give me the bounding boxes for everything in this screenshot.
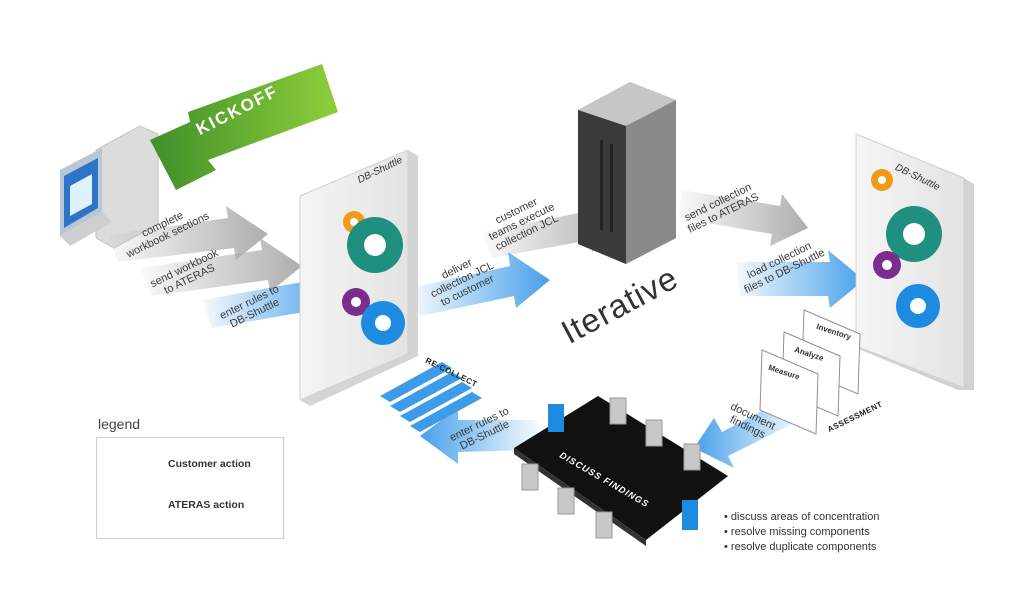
kickoff-arrow: [150, 64, 338, 190]
document-stack-icon: [759, 309, 861, 435]
server-rack-icon: [578, 82, 676, 264]
load-collection-arrow: [736, 250, 864, 308]
computer-icon: [60, 125, 159, 249]
meeting-table: [514, 396, 728, 546]
send-collection-arrow: [678, 190, 808, 246]
legend-ateras-label: ATERAS action: [168, 499, 245, 511]
legend-title: legend: [98, 416, 141, 432]
findings-item: • resolve missing components: [724, 526, 870, 538]
legend-box: [96, 437, 284, 539]
chair-icon: [521, 397, 701, 539]
findings-list: • discuss areas of concentration • resol…: [724, 510, 880, 555]
chair-blue-icon: [682, 500, 698, 530]
recollect-stripes: [380, 362, 482, 432]
chair-blue-icon: [548, 404, 564, 432]
db-shuttle-panel-left: [299, 149, 418, 406]
enter-rules-2-arrow: [420, 408, 538, 464]
send-workbook-arrow: [140, 238, 302, 296]
db-shuttle-panel-right: [855, 133, 974, 390]
legend-customer-label: Customer action: [168, 458, 251, 470]
findings-item: • discuss areas of concentration: [724, 511, 880, 523]
complete-workbook-arrow: [108, 206, 268, 262]
deliver-jcl-arrow: [410, 252, 550, 316]
findings-item: • resolve duplicate components: [724, 541, 877, 553]
